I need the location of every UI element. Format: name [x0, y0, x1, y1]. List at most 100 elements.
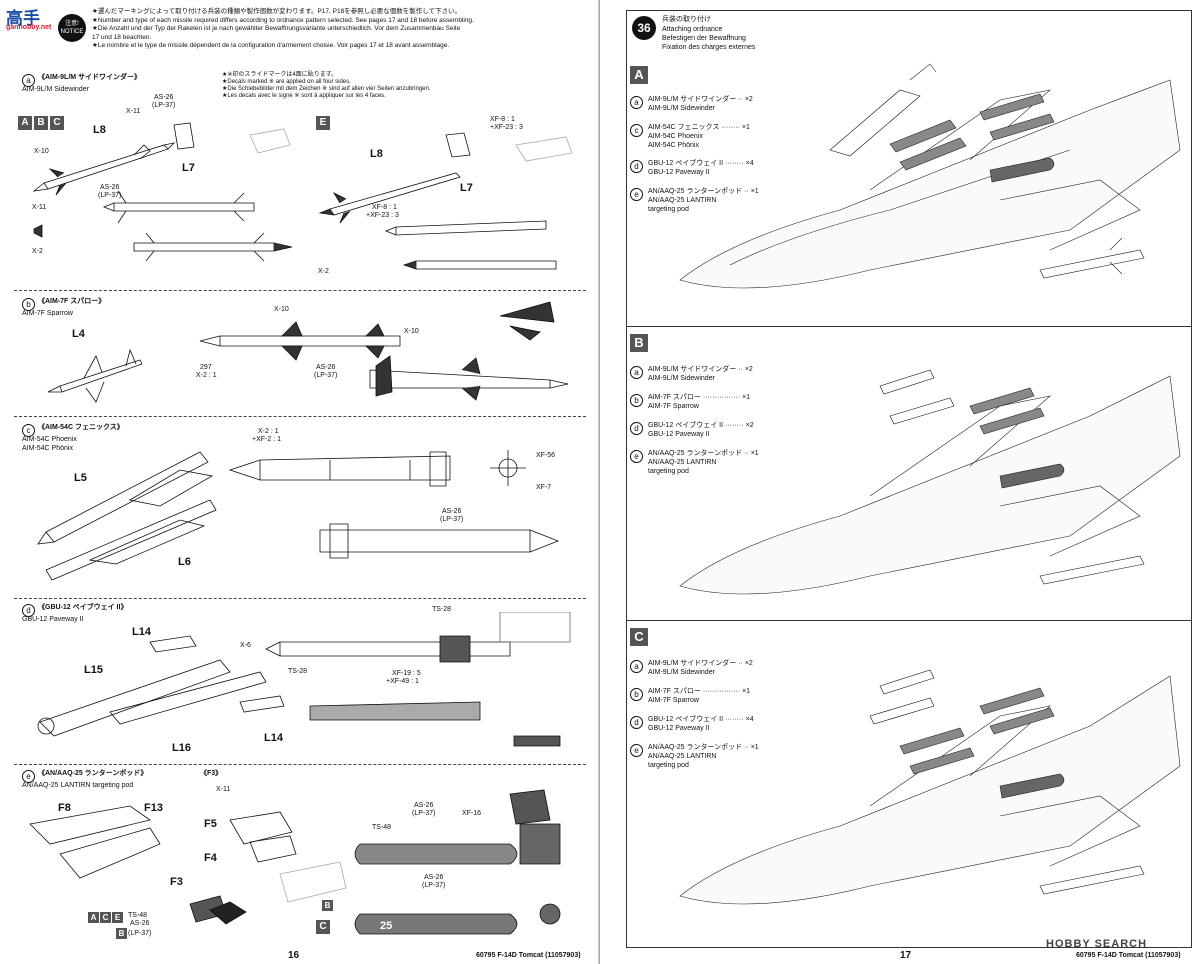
item-en: AIM-9L/M Sidewinder: [648, 105, 715, 112]
config-divider: [626, 326, 1192, 327]
left-page: 高手 ganhobby.net 注意! NOTICE ★選んだマーキングによって…: [6, 8, 586, 961]
part-label: TS-28: [432, 606, 452, 613]
part-label: XF-16: [462, 810, 482, 817]
variant-box: E: [316, 116, 330, 130]
decal-note-line: ★Les decals avec le signe ※ sont à appli…: [222, 93, 386, 99]
part-label: L6: [178, 556, 191, 568]
part-label: +XF-2 : 1: [252, 436, 281, 443]
part-label: (LP-37): [440, 516, 464, 523]
config-letter: C: [630, 628, 648, 646]
item-jp: GBU-12 ペイブウェイ II ········ ×4: [648, 716, 754, 723]
right-page: 36 兵装の取り付け Attaching ordnance Befestigen…: [600, 0, 1200, 964]
part-label: XF-8 : 1: [372, 204, 397, 211]
part-label: L14: [264, 732, 283, 744]
item-key: e: [630, 188, 643, 201]
lantirn-drawing: [29, 789, 561, 935]
item-key: a: [630, 366, 643, 379]
part-label: L14: [132, 626, 151, 638]
section-title-jp: 《AIM-54C フェニックス》: [38, 424, 124, 431]
variant-box: C: [50, 116, 64, 130]
part-label: AS-26: [424, 874, 444, 881]
item-key: b: [630, 394, 643, 407]
part-label: L7: [182, 162, 195, 174]
watermark-logo-text: 高手: [6, 9, 40, 28]
part-label: AS-26: [316, 364, 336, 371]
item-jp: AN/AAQ-25 ランターンポッド ·· ×1: [648, 744, 759, 751]
section-letter: e: [22, 770, 35, 783]
aircraft-drawing-b: [679, 369, 1181, 595]
part-label: AS-26: [100, 184, 120, 191]
part-label: X-6: [240, 642, 251, 649]
part-label: X-2: [32, 248, 43, 255]
section-letter: a: [22, 74, 35, 87]
item-en: AN/AAQ-25 LANTIRN: [648, 197, 717, 204]
item-en: AIM-9L/M Sidewinder: [648, 375, 715, 382]
part-label: F3: [170, 876, 183, 888]
variant-box: A: [18, 116, 32, 130]
section-title-en: GBU-12 Paveway II: [22, 616, 84, 623]
section-title-en: AIM-9L/M Sidewinder: [22, 86, 89, 93]
part-label: X-2: [318, 268, 329, 275]
part-label: +XF-49 : 1: [386, 678, 419, 685]
item-en: AIM-9L/M Sidewinder: [648, 669, 715, 676]
instruction-frame: [626, 10, 1192, 948]
part-label: X-2 : 1: [258, 428, 279, 435]
part-label: X-2 : 1: [196, 372, 217, 379]
item-key: d: [630, 716, 643, 729]
sidewinder-drawing-right: [318, 132, 573, 270]
part-label: L5: [74, 472, 87, 484]
part-label: (LP-37): [314, 372, 338, 379]
part-label: (LP-37): [422, 882, 446, 889]
step-title-fr: Fixation des charges externes: [662, 44, 756, 51]
variant-box: C: [100, 912, 111, 923]
item-en: AN/AAQ-25 LANTIRN: [648, 753, 717, 760]
part-label: AS-26: [154, 94, 174, 101]
sparrow-drawing: [47, 301, 569, 403]
sidewinder-drawing-left: [32, 122, 293, 262]
item-jp: AIM-9L/M サイドワインダー ·· ×2: [648, 660, 753, 667]
pod-number: 25: [380, 920, 393, 932]
watermark-hobbysearch: HOBBY SEARCH: [1046, 938, 1148, 950]
part-label: F8: [58, 802, 71, 814]
step-title-en: Attaching ordnance: [662, 26, 723, 33]
part-label: L15: [84, 664, 103, 676]
notice-line: ★Le nombre et le type de missile dépende…: [92, 42, 450, 49]
step-number: 36: [632, 16, 656, 40]
section-divider: [14, 764, 586, 765]
part-label: L4: [72, 328, 85, 340]
item-en2: targeting pod: [648, 762, 689, 769]
part-label: XF-8 : 1: [490, 116, 515, 123]
part-label: (LP-37): [98, 192, 122, 199]
notice-line: 17 und 18 beachten.: [92, 33, 152, 41]
variant-box: A: [88, 912, 99, 923]
config-letter: A: [630, 66, 648, 84]
page-number: 16: [288, 950, 300, 961]
item-en: AN/AAQ-25 LANTIRN: [648, 459, 717, 466]
variant-box: B: [322, 900, 333, 911]
part-label: X-11: [32, 204, 47, 211]
part-label: X-10: [274, 306, 289, 313]
config-divider: [626, 620, 1192, 621]
part-label: 297: [200, 364, 212, 371]
section-divider: [14, 598, 586, 599]
part-label: AS-26: [414, 802, 434, 809]
config-letter: B: [630, 334, 648, 352]
part-label: AS-26: [130, 920, 150, 927]
part-label: TS-28: [288, 668, 308, 675]
decal-note: ★※印のスライドマークは4面に貼ります。 ★Decals marked ※ ar…: [222, 72, 431, 100]
part-label: +XF-23 : 3: [366, 212, 399, 219]
item-en: GBU-12 Paveway II: [648, 725, 710, 732]
section-title-jp: 《AIM-9L/M サイドワインダー》: [38, 74, 142, 81]
item-key: d: [630, 160, 643, 173]
decal-note-line: ★Die Schiebebilder mit dem Zeichen ※ sin…: [222, 86, 431, 92]
item-en: AIM-54C Phoenix: [648, 133, 703, 140]
watermark-site: ganhobby.net: [6, 24, 52, 31]
variant-box: E: [112, 912, 123, 923]
part-label: L8: [370, 148, 383, 160]
notice-line: ★選んだマーキングによって取り付ける兵装の種類や製作個数が変わります。P17, …: [92, 8, 462, 15]
product-code: 60795 F-14D Tomcat (11057903): [1076, 952, 1181, 959]
item-key: e: [630, 450, 643, 463]
section-title-de: AIM-54C Phönix: [22, 445, 73, 452]
item-jp: AIM-9L/M サイドワインダー ·· ×2: [648, 366, 753, 373]
notice-badge-text: 注意! NOTICE: [60, 21, 84, 35]
